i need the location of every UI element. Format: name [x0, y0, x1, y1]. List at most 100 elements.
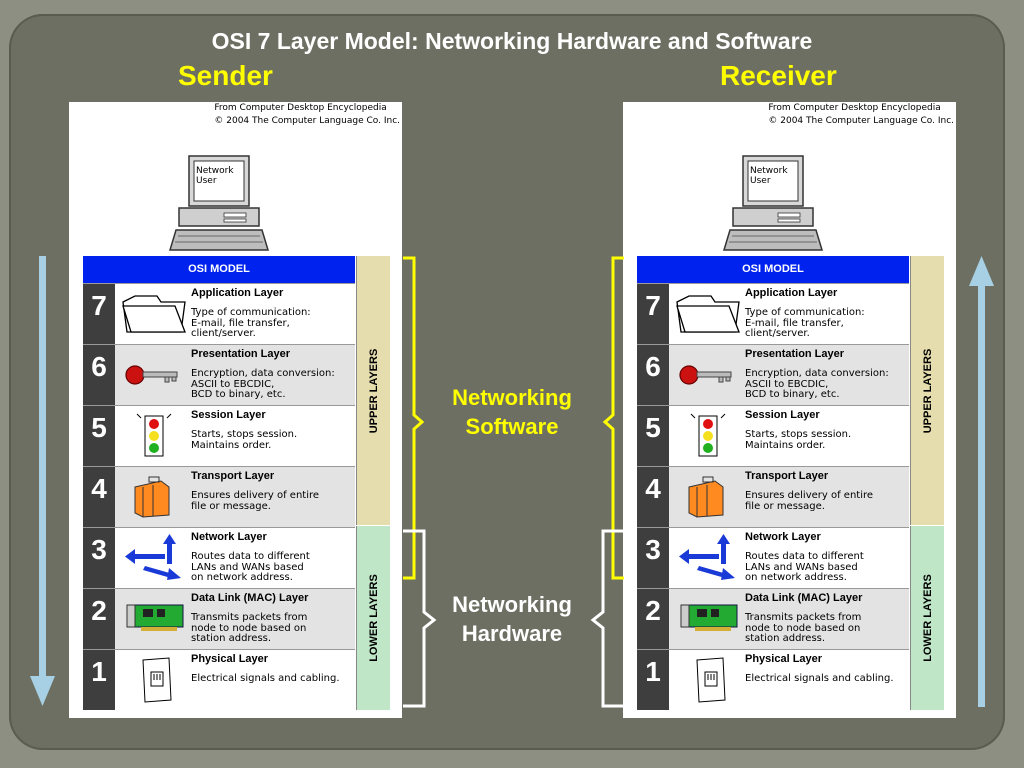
credit-text: From Computer Desktop Encyclopedia © 200…	[214, 102, 400, 128]
routing-arrows-icon	[121, 534, 187, 580]
layer-name: Physical Layer	[191, 653, 269, 665]
layer-name: Network Layer	[191, 531, 267, 543]
layer-number: 2	[83, 589, 115, 649]
sender-osi-panel: From Computer Desktop Encyclopedia © 200…	[69, 102, 402, 718]
upper-layers-band: UPPER LAYERS	[910, 256, 944, 525]
software-brace-left	[403, 256, 425, 580]
brackets-diagram	[403, 256, 624, 708]
layer-description: Transmits packets from node to node base…	[745, 612, 862, 644]
layer-name: Network Layer	[745, 531, 821, 543]
layer-number: 5	[637, 406, 669, 466]
computer-icon: Network User	[718, 154, 824, 252]
hardware-brace-right	[590, 529, 624, 708]
layer-description: Transmits packets from node to node base…	[191, 612, 308, 644]
credit-line-2: © 2004 The Computer Language Co. Inc.	[214, 116, 400, 126]
layer-description: Electrical signals and cabling.	[191, 673, 340, 684]
layer-description: Encryption, data conversion: ASCII to EB…	[745, 368, 889, 400]
lower-layers-label: LOWER LAYERS	[921, 574, 934, 662]
layer-name: Session Layer	[745, 409, 820, 421]
receiver-osi-panel: From Computer Desktop Encyclopedia © 200…	[623, 102, 956, 718]
upper-layers-label: UPPER LAYERS	[367, 348, 380, 433]
layer-description: Encryption, data conversion: ASCII to EB…	[191, 368, 335, 400]
layer-number: 3	[83, 528, 115, 588]
jack-icon	[121, 656, 187, 703]
osi-model-table: OSI MODEL UPPER LAYERS LOWER LAYERS 7 App…	[637, 256, 953, 711]
networking-hardware-label: Networking Hardware	[452, 592, 572, 646]
layer-number: 2	[637, 589, 669, 649]
layer-name: Data Link (MAC) Layer	[745, 592, 863, 604]
layer-name: Session Layer	[191, 409, 266, 421]
osi-model-header: OSI MODEL	[637, 256, 909, 283]
layer-name: Application Layer	[745, 287, 838, 299]
layer-description: Type of communication: E-mail, file tran…	[191, 307, 311, 339]
layer-description: Ensures delivery of entire file or messa…	[191, 490, 320, 512]
hardware-brace-left	[403, 529, 437, 708]
layer-number: 6	[637, 345, 669, 405]
up-arrow-icon	[969, 256, 994, 707]
lower-layers-band: LOWER LAYERS	[910, 526, 944, 710]
credit-text: From Computer Desktop Encyclopedia © 200…	[768, 102, 954, 128]
layer-name: Application Layer	[191, 287, 284, 299]
traffic-light-icon	[675, 412, 741, 458]
network-card-icon	[121, 595, 187, 641]
routing-arrows-icon	[675, 534, 741, 580]
computer-icon: Network User	[164, 154, 270, 252]
layer-description: Routes data to different LANs and WANs b…	[745, 551, 864, 583]
software-brace-right	[602, 256, 624, 580]
upper-layers-label: UPPER LAYERS	[921, 348, 934, 433]
layer-name: Transport Layer	[191, 470, 275, 482]
receiver-label: Receiver	[720, 60, 837, 91]
layer-description: Ensures delivery of entire file or messa…	[745, 490, 874, 512]
layer-number: 5	[83, 406, 115, 466]
credit-line-1: From Computer Desktop Encyclopedia	[214, 103, 387, 113]
sender-label: Sender	[178, 60, 273, 91]
layer-number: 1	[637, 650, 669, 710]
credit-line-1: From Computer Desktop Encyclopedia	[768, 103, 941, 113]
layer-number: 6	[83, 345, 115, 405]
luggage-icon	[675, 473, 741, 519]
jack-icon	[675, 656, 741, 703]
luggage-icon	[121, 473, 187, 519]
computer-screen-label: Network User	[750, 166, 788, 186]
folder-icon	[121, 290, 187, 336]
network-card-icon	[675, 595, 741, 641]
layer-number: 4	[637, 467, 669, 527]
layer-description: Electrical signals and cabling.	[745, 673, 894, 684]
layer-description: Starts, stops session. Maintains order.	[191, 429, 298, 451]
layer-number: 4	[83, 467, 115, 527]
layer-number: 3	[637, 528, 669, 588]
traffic-light-icon	[121, 412, 187, 458]
credit-line-2: © 2004 The Computer Language Co. Inc.	[768, 116, 954, 126]
layer-name: Physical Layer	[745, 653, 823, 665]
layer-name: Data Link (MAC) Layer	[191, 592, 309, 604]
key-icon	[121, 351, 187, 397]
lower-layers-band: LOWER LAYERS	[356, 526, 390, 710]
osi-model-header: OSI MODEL	[83, 256, 355, 283]
layer-name: Transport Layer	[745, 470, 829, 482]
lower-layers-label: LOWER LAYERS	[367, 574, 380, 662]
layer-description: Starts, stops session. Maintains order.	[745, 429, 852, 451]
layer-number: 7	[83, 284, 115, 344]
layer-name: Presentation Layer	[191, 348, 291, 360]
osi-model-table: OSI MODEL UPPER LAYERS LOWER LAYERS 7 App…	[83, 256, 399, 711]
computer-screen-label: Network User	[196, 166, 234, 186]
layer-description: Type of communication: E-mail, file tran…	[745, 307, 865, 339]
slide-title: OSI 7 Layer Model: Networking Hardware a…	[211, 28, 813, 54]
layer-description: Routes data to different LANs and WANs b…	[191, 551, 310, 583]
layer-name: Presentation Layer	[745, 348, 845, 360]
layer-number: 7	[637, 284, 669, 344]
folder-icon	[675, 290, 741, 336]
down-arrow-icon	[30, 256, 55, 706]
